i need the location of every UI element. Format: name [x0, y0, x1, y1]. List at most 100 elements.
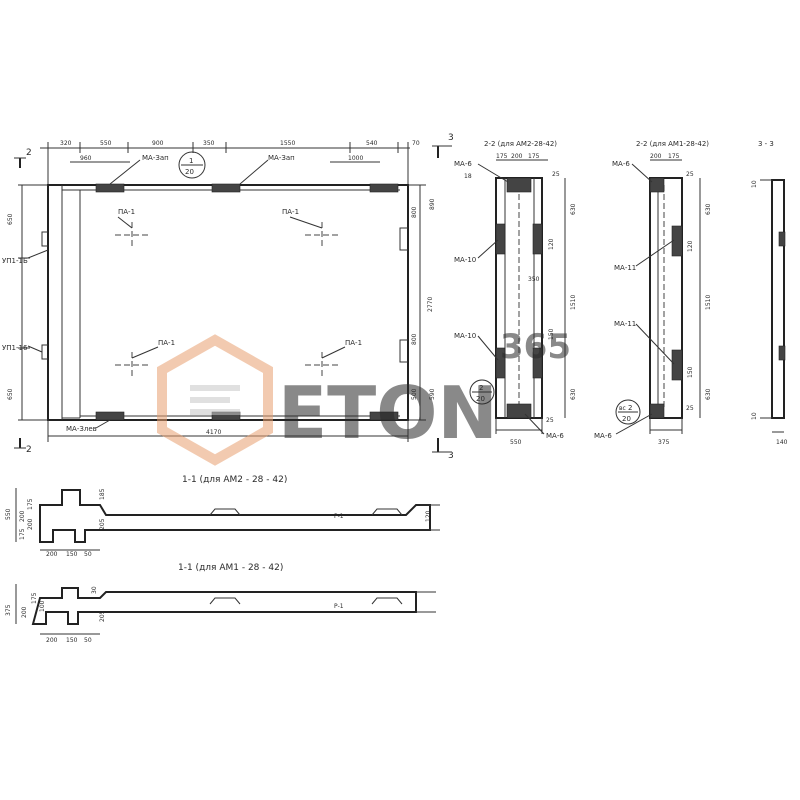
- plan-section-mark-3-top: 3: [448, 133, 454, 143]
- plan-sub-dim-2: 1000: [348, 155, 363, 162]
- s22a-ref-bubble: 2 20: [469, 379, 495, 405]
- s11a-bottom-3: 50: [84, 551, 92, 558]
- s22b-label-ma6-bottom: МА-6: [594, 432, 612, 440]
- plan-right-dim-2: 800: [411, 333, 418, 345]
- plan-left-dim-3: 650: [7, 388, 14, 400]
- plan-label-pa1-d: ПА-1: [345, 339, 362, 347]
- plan-label-pa1-a: ПА-1: [118, 208, 135, 216]
- s22a-side-1: 18: [464, 173, 472, 180]
- plan-top-dim-3: 900: [152, 140, 164, 147]
- plan-label-ma3-bottom: МА-Злев: [66, 425, 97, 433]
- s22a-small-3: 350: [528, 276, 540, 283]
- s22b-label-ma6-top: МА-6: [612, 160, 630, 168]
- section-1-1-am2: 1-1 (для АМ2 - 28 - 42) Р-1 120 550 175 …: [5, 475, 440, 558]
- watermark-logo-icon: [157, 334, 273, 466]
- s22b-small-3: 25: [686, 171, 694, 178]
- plan-top-dim-7: 70: [412, 140, 420, 147]
- svg-text:20: 20: [476, 395, 485, 403]
- plan-plate-top-left: [95, 183, 125, 193]
- s22b-height-2: 1510: [705, 295, 712, 310]
- s22a-label-ma10-b: МА-10: [454, 332, 476, 340]
- section-1-1-am2-title: 1-1 (для АМ2 - 28 - 42): [182, 475, 287, 485]
- plan-plate-bottom-left: [95, 411, 125, 421]
- watermark-brand: ETON: [278, 371, 498, 455]
- s22a-width: 550: [510, 439, 522, 446]
- section-2-2-am2-title: 2-2 (для АМ2-28-42): [484, 140, 557, 148]
- s11b-dim-5: 205: [99, 610, 106, 622]
- plan-label-upi-top: УП1-1Б: [2, 257, 28, 265]
- svg-text:20: 20: [185, 168, 194, 176]
- plan-right-dim-3: 890: [429, 198, 436, 210]
- s11b-dim-3: 100: [39, 600, 46, 612]
- s11b-dim-h: 375: [5, 604, 12, 616]
- plan-left-dim-1: 650: [7, 213, 14, 225]
- plan-section-mark-2-top: 2: [26, 148, 32, 158]
- s22a-label-ma6-bottom: МА-6: [546, 432, 564, 440]
- section-2-2-am2: 2-2 (для АМ2-28-42) 175 200 175 МА-6 МА-…: [454, 140, 577, 446]
- s22b-label-ma11-a: МА-11: [614, 264, 636, 272]
- s11a-right-dim: 120: [425, 510, 432, 522]
- s22b-small-1: 120: [687, 240, 694, 252]
- s11b-bottom-1: 200: [46, 637, 58, 644]
- plan-top-dim-1: 320: [60, 140, 72, 147]
- plan-label-ma3-top-left: МА-Зап: [142, 154, 169, 162]
- plan-ref-bubble: 1 20: [178, 151, 206, 179]
- s11a-tag: Р-1: [334, 513, 344, 520]
- s11b-bottom-3: 50: [84, 637, 92, 644]
- plan-label-pa1-c: ПА-1: [158, 339, 175, 347]
- s22a-top-dim-1: 175: [496, 153, 508, 160]
- s11b-dim-1: 200: [21, 606, 28, 618]
- s11b-tag: Р-1: [334, 603, 344, 610]
- s11a-dim-3: 175: [27, 498, 34, 510]
- section-3-3-title: 3 - 3: [758, 140, 774, 148]
- s33-dim-2: 10: [751, 412, 758, 420]
- plan-top-dim-4: 350: [203, 140, 215, 147]
- svg-text:2: 2: [628, 404, 632, 412]
- s22a-side-2: 25: [546, 417, 554, 424]
- s11a-bottom-2: 150: [66, 551, 78, 558]
- s22a-small-2: 150: [548, 328, 555, 340]
- plan-top-dim-6: 540: [366, 140, 378, 147]
- svg-text:1: 1: [189, 157, 193, 165]
- plan-right-dim-1: 800: [411, 206, 418, 218]
- s22b-width: 375: [658, 439, 670, 446]
- s11a-dim-h: 550: [5, 508, 12, 520]
- s22a-small-1: 120: [548, 238, 555, 250]
- watermark-number: 365: [500, 327, 571, 367]
- s11b-bottom-2: 150: [66, 637, 78, 644]
- s11a-bottom-1: 200: [46, 551, 58, 558]
- plan-plate-bottom-right: [369, 411, 399, 421]
- svg-text:20: 20: [622, 415, 631, 423]
- plan-right-dim-4: 500: [411, 388, 418, 400]
- plan-label-pa1-b: ПА-1: [282, 208, 299, 216]
- section-2-2-am1-title: 2-2 (для АМ1-28-42): [636, 140, 709, 148]
- s22b-height-1: 630: [705, 203, 712, 215]
- s11a-dim-6: 205: [99, 518, 106, 530]
- s22b-top-dim-1: 200: [650, 153, 662, 160]
- s22a-top-dim-3: 175: [528, 153, 540, 160]
- s11a-dim-2: 200: [19, 510, 26, 522]
- section-3-3: 3 - 3 10 10 140: [751, 140, 788, 446]
- section-1-1-am1-title: 1-1 (для АМ1 - 28 - 42): [178, 563, 283, 573]
- s33-dim-3: 140: [776, 439, 788, 446]
- plan-label-upi-bottom: УП1-16: [2, 344, 28, 352]
- plan-bottom-dim: 4170: [206, 429, 221, 436]
- s22b-ref-bubble: вс 2 20: [615, 399, 641, 425]
- plan-view: 320 550 900 350 1550 540 70 960 1000 2 2…: [2, 133, 454, 461]
- plan-top-dim-2: 550: [100, 140, 112, 147]
- s22b-height-3: 630: [705, 388, 712, 400]
- s11a-dim-5: 185: [99, 488, 106, 500]
- plan-right-dim-5: 590: [429, 388, 436, 400]
- s22a-top-dim-2: 200: [511, 153, 523, 160]
- section-1-1-am1: 1-1 (для АМ1 - 28 - 42) Р-1 375 200 175 …: [5, 563, 436, 644]
- watermark: ETON 365: [157, 327, 571, 466]
- plan-plate-top-right: [369, 183, 399, 193]
- plan-left-dim-2: 2770: [427, 297, 434, 312]
- s22a-height-3: 630: [570, 388, 577, 400]
- plan-label-ma3-top-right: МА-Зап: [268, 154, 295, 162]
- s11a-dim-4: 200: [27, 518, 34, 530]
- plan-top-dim-5: 1550: [280, 140, 295, 147]
- s33-dim-1: 10: [751, 180, 758, 188]
- svg-text:вс: вс: [619, 405, 626, 412]
